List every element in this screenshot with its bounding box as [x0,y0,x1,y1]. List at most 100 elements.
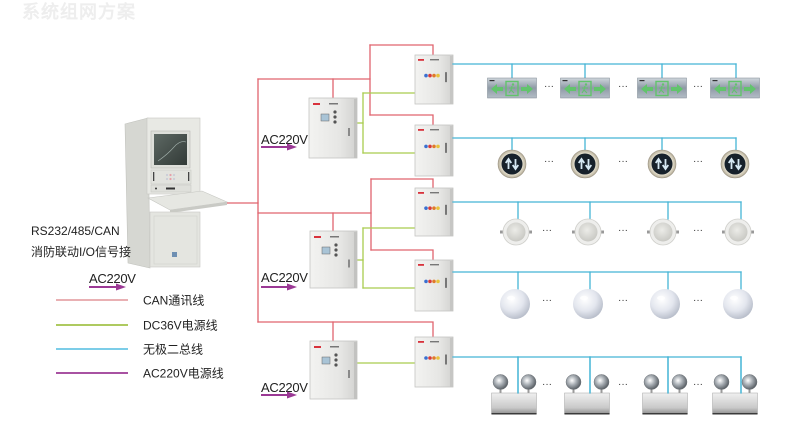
host-shelf-edge [170,202,227,213]
host-side-panel [124,117,151,269]
ball-highlight [657,295,665,301]
model-plate [330,346,339,348]
device-branch: ········· [452,201,754,246]
power-supply-cabinet [309,230,358,289]
monitoring-host [124,117,229,269]
door-handle [348,370,350,378]
host-button [169,173,172,177]
model-plate [430,129,439,131]
lamp-stem [748,387,751,394]
running-man-icon [581,85,588,94]
direction-indicator-icon [647,149,677,179]
lamp-stem [650,387,653,394]
brand-logo [418,192,424,194]
left-arrow-icon [641,84,653,94]
terminal-connector [428,144,432,149]
mounting-clip [722,230,725,234]
box-body [414,187,454,237]
device-branch: ········· [452,356,758,415]
device-branch: ········· [452,63,760,99]
sign-label [639,80,645,82]
exit-sign-icon [637,77,687,99]
cabinet-side [354,232,357,288]
power-supply-cabinet [308,97,358,159]
door-handle [445,72,447,83]
legend: CAN通讯线 DC36V电源线 无极二总线 AC220V电源线 [56,294,224,381]
display-screen [321,356,331,365]
mounting-clip [647,230,650,234]
brand-logo [418,264,424,266]
more-devices-ellipsis: ··· [542,379,552,390]
twin-head-emergency-light-icon [712,374,758,415]
exit-door-icon [578,80,592,97]
host-ac220v-arrow-icon [89,283,126,291]
terminal-connector [432,356,436,360]
exit-door-icon [728,80,742,97]
switch-knob [333,110,337,114]
can-wire [257,321,434,338]
box-side [450,338,453,387]
cabinet-side [354,99,357,158]
housing-base [712,413,758,415]
twin-head-emergency-light-icon [491,374,537,415]
host-button [172,177,176,181]
host-interface-label: RS232/485/CAN [31,224,120,238]
left-arrow-icon [564,84,576,94]
legend-label-bus: 无极二总线 [143,343,203,357]
distribution-box [414,259,454,312]
down-arrow-icon [511,159,520,171]
lamp-head [643,374,660,390]
more-devices-ellipsis: ··· [693,379,703,390]
terminal-connector [432,144,436,149]
brand-logo [418,341,424,343]
right-arrow-icon [671,84,683,94]
ac220v-arrow-icon [89,283,126,291]
host-left-handle [153,172,155,181]
terminal-connector [432,279,436,284]
left-arrow-icon [491,84,503,94]
terminal-connector [428,356,432,360]
lamp-stem [527,387,530,394]
brand-logo [313,103,320,105]
lamp-head [713,374,730,390]
more-devices-ellipsis: ··· [618,81,628,92]
down-arrow-icon [734,159,743,171]
lamp-head [741,374,758,390]
terminal-connector [436,356,440,360]
arrow-head [287,391,297,399]
box-side [450,56,453,104]
downlight-lens [728,222,748,242]
up-arrow-icon [727,157,736,169]
up-arrow-icon [577,157,586,169]
end-devices: ········································… [452,63,760,415]
more-devices-ellipsis: ··· [693,295,703,306]
terminal-connector [424,144,428,149]
host-button [169,177,172,181]
host-button [165,177,169,181]
right-arrow-icon [744,84,756,94]
model-plate [430,264,439,266]
indicator-face [651,153,673,175]
downlight-lens [653,222,673,242]
host-screen-glare [157,141,187,162]
terminal-connector [424,73,428,78]
sign-label [489,80,495,82]
twin-head-emergency-light-icon [564,374,610,415]
terminal-connector [424,279,428,284]
box-side [450,126,453,176]
more-devices-ellipsis: ··· [693,225,703,236]
up-arrow-icon [654,157,663,169]
can-wire [369,44,434,56]
box-body [414,336,454,388]
switch-knob [334,248,338,252]
distribution-box [414,124,454,177]
more-devices-ellipsis: ··· [542,295,552,306]
distribution-box [414,187,454,237]
door-handle [445,204,447,215]
legend-label-ac220v: AC220V电源线 [143,367,224,381]
wiring [225,44,434,364]
arrow-head [287,143,297,151]
lamp-stem [678,387,681,394]
ac220v-arrow-icon [261,283,297,291]
